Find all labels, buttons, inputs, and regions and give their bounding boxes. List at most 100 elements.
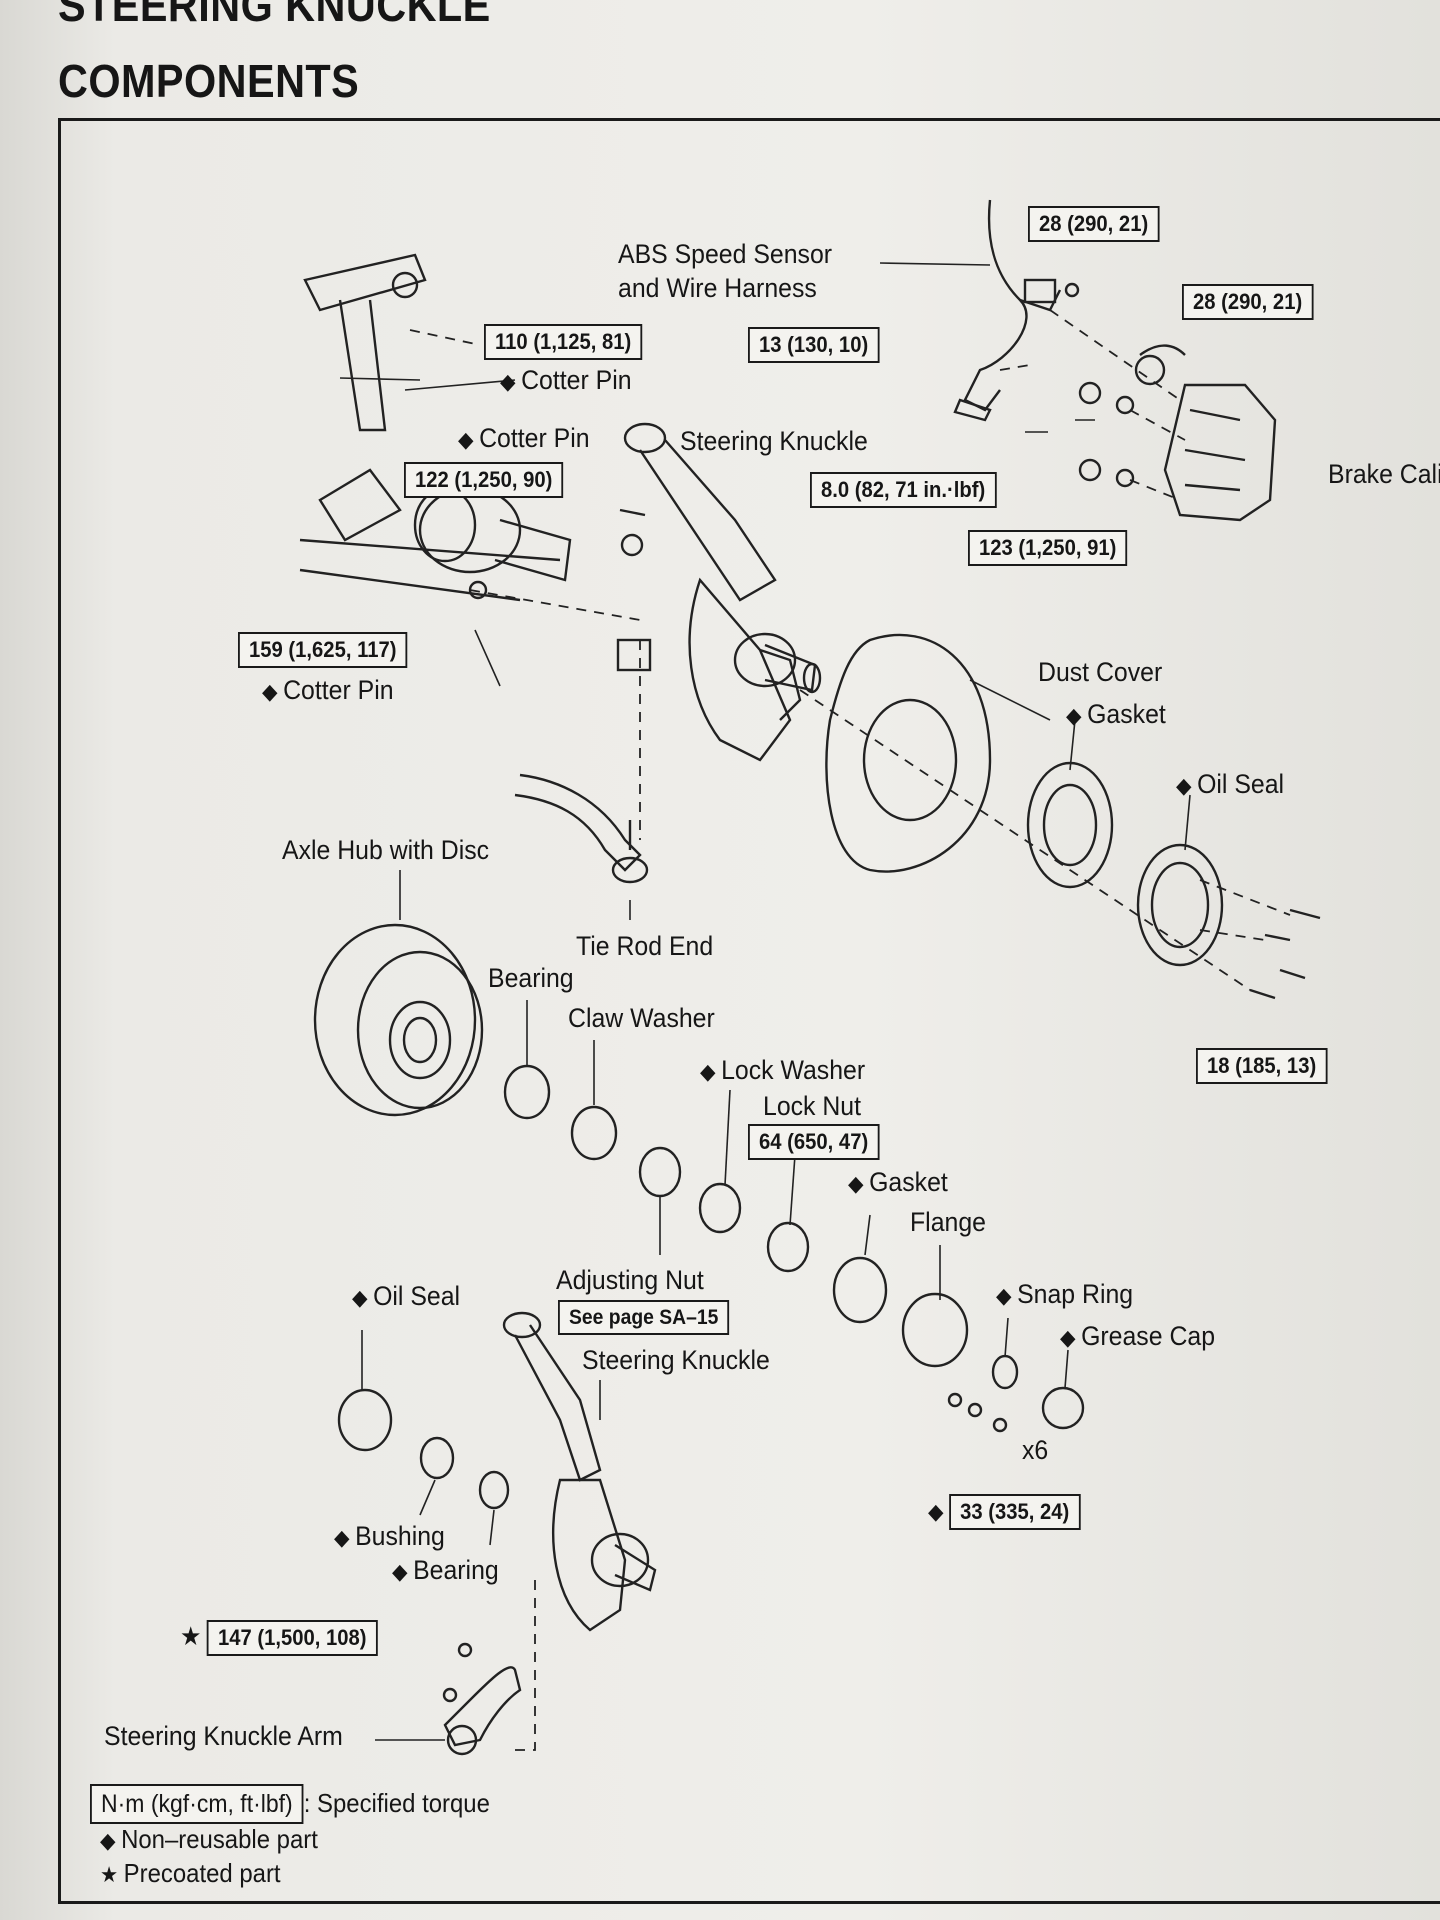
legend-unit-box: N·m (kgf·cm, ft·lbf) <box>90 1784 304 1824</box>
label-adjusting-nut: Adjusting Nut <box>556 1265 704 1295</box>
label-cotter-pin-3: ◆Cotter Pin <box>262 675 394 706</box>
page-title: STEERING KNUCKLE <box>58 0 491 31</box>
label-text: Cotter Pin <box>479 423 590 453</box>
label-cotter-pin-2: ◆Cotter Pin <box>458 423 590 454</box>
label-oil-seal-top: ◆Oil Seal <box>1176 769 1285 800</box>
flange-drawing <box>901 1292 969 1368</box>
nonreusable-diamond-icon: ◆ <box>392 1559 408 1584</box>
steering-knuckle-top-drawing <box>616 422 822 762</box>
label-cotter-pin-1: ◆Cotter Pin <box>500 365 632 396</box>
diagram-frame <box>58 118 1440 1904</box>
torque-box-64: 64 (650, 47) <box>748 1124 880 1161</box>
torque-box-28-b: 28 (290, 21) <box>1182 284 1314 321</box>
nonreusable-diamond-icon: ◆ <box>500 369 516 394</box>
flange-bolts <box>947 1392 1008 1433</box>
torque-box-13: 13 (130, 10) <box>748 327 880 364</box>
nonreusable-diamond-icon: ◆ <box>100 1828 116 1853</box>
nonreusable-diamond-icon: ◆ <box>1176 773 1192 798</box>
precoated-star-icon: ★ <box>180 1621 202 1651</box>
label-abs-sensor-2: and Wire Harness <box>618 273 817 303</box>
drive-shaft <box>413 486 572 600</box>
label-grease-cap: ◆Grease Cap <box>1060 1321 1215 1352</box>
adjusting-nut-drawing <box>638 1146 682 1198</box>
label-tie-rod-end: Tie Rod End <box>576 931 714 961</box>
precoated-star-icon: ★ <box>100 1862 119 1887</box>
hub-bolts <box>1249 908 1321 1000</box>
label-text: Gasket <box>1087 699 1166 729</box>
steering-knuckle-arm-drawing <box>442 1642 522 1756</box>
label-bearing-bottom: ◆Bearing <box>392 1555 499 1586</box>
legend-text: Precoated part <box>123 1858 281 1888</box>
torque-box-28-a: 28 (290, 21) <box>1028 206 1160 243</box>
torque-row-33: ◆33 (335, 24) <box>928 1494 1081 1531</box>
torque-box-18: 18 (185, 13) <box>1196 1048 1328 1085</box>
nonreusable-diamond-icon: ◆ <box>458 427 474 452</box>
label-text: Gasket <box>869 1167 948 1197</box>
legend-torque: N·m (kgf·cm, ft·lbf): Specified torque <box>90 1784 490 1824</box>
grease-cap-drawing <box>1041 1386 1085 1430</box>
nonreusable-diamond-icon: ◆ <box>1060 1325 1076 1350</box>
label-axle-hub: Axle Hub with Disc <box>282 835 490 865</box>
axle-hub-disc-drawing <box>313 923 484 1117</box>
see-page-reference: See page SA–15 <box>558 1300 730 1336</box>
torque-box-33: 33 (335, 24) <box>949 1494 1081 1531</box>
leader-lines <box>339 262 1191 1741</box>
label-oil-seal-bottom: ◆Oil Seal <box>352 1281 461 1312</box>
nonreusable-diamond-icon: ◆ <box>334 1525 350 1550</box>
bushing-drawing <box>419 1436 455 1480</box>
label-brake-caliper: Brake Caliper <box>1328 459 1440 489</box>
label-x6: x6 <box>1022 1435 1049 1465</box>
lock-washer-drawing <box>698 1182 742 1234</box>
torque-box-123: 123 (1,250, 91) <box>968 530 1128 567</box>
nonreusable-diamond-icon: ◆ <box>996 1283 1012 1308</box>
torque-box-8-0: 8.0 (82, 71 in.·lbf) <box>810 472 997 509</box>
label-bearing-top: Bearing <box>488 963 574 993</box>
label-steering-knuckle-arm: Steering Knuckle Arm <box>104 1721 343 1751</box>
legend-precoated: ★Precoated part <box>100 1858 281 1889</box>
legend-text: Non–reusable part <box>121 1824 318 1854</box>
torque-box-110: 110 (1,125, 81) <box>484 324 643 361</box>
label-snap-ring: ◆Snap Ring <box>996 1279 1133 1310</box>
legend-unit-text: : Specified torque <box>303 1788 490 1818</box>
label-lock-washer: ◆Lock Washer <box>700 1055 866 1086</box>
page-subtitle: COMPONENTS <box>58 55 360 107</box>
steering-knuckle-bottom-drawing <box>502 1311 657 1632</box>
torque-row-147: ★147 (1,500, 108) <box>180 1620 378 1657</box>
assembly-axis-lines <box>409 309 1291 1751</box>
nonreusable-diamond-icon: ◆ <box>848 1171 864 1196</box>
claw-washer-drawing <box>570 1105 618 1161</box>
oil-seal-bottom-drawing <box>337 1388 393 1452</box>
label-gasket-mid: ◆Gasket <box>848 1167 948 1198</box>
label-steering-knuckle-bottom: Steering Knuckle <box>582 1345 770 1375</box>
label-text: Bushing <box>355 1521 445 1551</box>
nonreusable-diamond-icon: ◆ <box>700 1059 716 1084</box>
label-text: Cotter Pin <box>521 365 632 395</box>
label-text: Oil Seal <box>1197 769 1285 799</box>
dust-cover-drawing <box>825 633 992 873</box>
label-text: Bearing <box>413 1555 499 1585</box>
label-gasket-top: ◆Gasket <box>1066 699 1166 730</box>
lock-nut-drawing <box>766 1221 810 1273</box>
gasket-top-drawing <box>1026 761 1114 889</box>
nonreusable-diamond-icon: ◆ <box>352 1285 368 1310</box>
nonreusable-diamond-icon: ◆ <box>262 679 278 704</box>
label-dust-cover: Dust Cover <box>1038 657 1163 687</box>
oil-seal-top-drawing <box>1136 843 1224 967</box>
label-text: Cotter Pin <box>283 675 394 705</box>
bearing-top-drawing <box>503 1064 551 1120</box>
torque-box-159: 159 (1,625, 117) <box>238 632 408 669</box>
torque-box-147: 147 (1,500, 108) <box>206 1620 378 1657</box>
label-steering-knuckle-top: Steering Knuckle <box>680 426 868 456</box>
label-flange: Flange <box>910 1207 986 1237</box>
nonreusable-diamond-icon: ◆ <box>928 1499 944 1524</box>
tie-rod-drawing <box>514 773 649 884</box>
brake-caliper-drawing <box>1078 344 1277 522</box>
label-bushing: ◆Bushing <box>334 1521 445 1552</box>
torque-box-122: 122 (1,250, 90) <box>404 462 564 499</box>
bearing-bottom-drawing <box>478 1470 510 1510</box>
gasket-mid-drawing <box>832 1256 888 1324</box>
label-text: Lock Washer <box>721 1055 866 1085</box>
label-text: Oil Seal <box>373 1281 461 1311</box>
